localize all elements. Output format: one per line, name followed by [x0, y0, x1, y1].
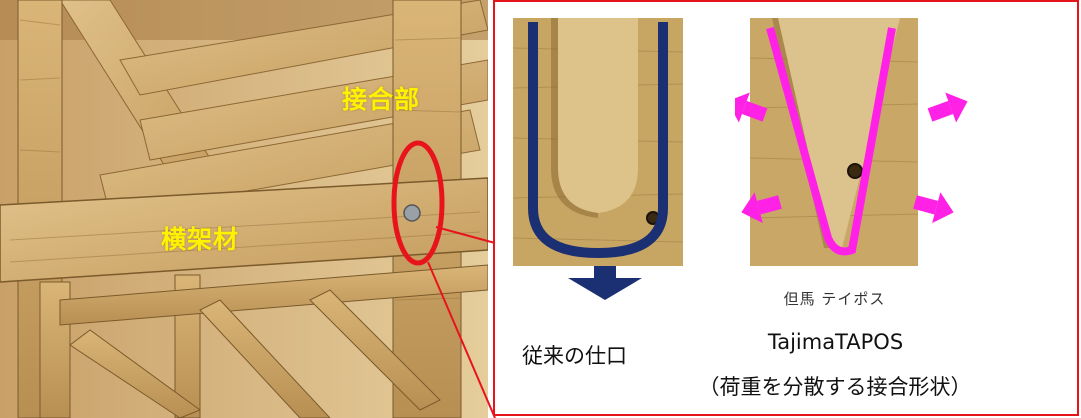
beam-label: 横架材 — [161, 225, 240, 254]
framing-photo: 接合部 横架材 — [0, 0, 488, 418]
conventional-load-path — [528, 22, 668, 259]
tapos-japanese-name: 但馬 テイポス — [783, 290, 886, 308]
tapos-english-name: TajimaTAPOS — [767, 330, 904, 354]
outward-arrow-icon — [741, 192, 782, 224]
joint-label: 接合部 — [342, 85, 421, 114]
outward-arrow-icon — [927, 92, 968, 123]
tapos-joint-illustration — [750, 18, 918, 266]
conventional-joint-sample — [513, 18, 683, 266]
callout-line-upper — [435, 226, 496, 244]
tapos-load-path — [766, 26, 896, 256]
tapos-joint-sample — [750, 18, 918, 266]
outward-arrow-icon — [913, 192, 954, 224]
tapos-description: （荷重を分散する接合形状） — [698, 375, 972, 399]
conventional-joint-caption: 従来の仕口 — [522, 344, 627, 368]
down-arrow-icon — [568, 266, 642, 300]
joint-highlight-ellipse — [391, 140, 445, 266]
outward-arrow-icon — [735, 92, 768, 123]
detail-frame — [493, 0, 1079, 416]
conventional-joint-illustration — [513, 18, 683, 266]
load-spread-arrows — [735, 92, 968, 224]
callout-line-lower — [427, 261, 496, 418]
bolt-icon — [403, 204, 421, 222]
knot-icon — [847, 163, 863, 179]
framing-photo-illustration — [0, 0, 488, 418]
